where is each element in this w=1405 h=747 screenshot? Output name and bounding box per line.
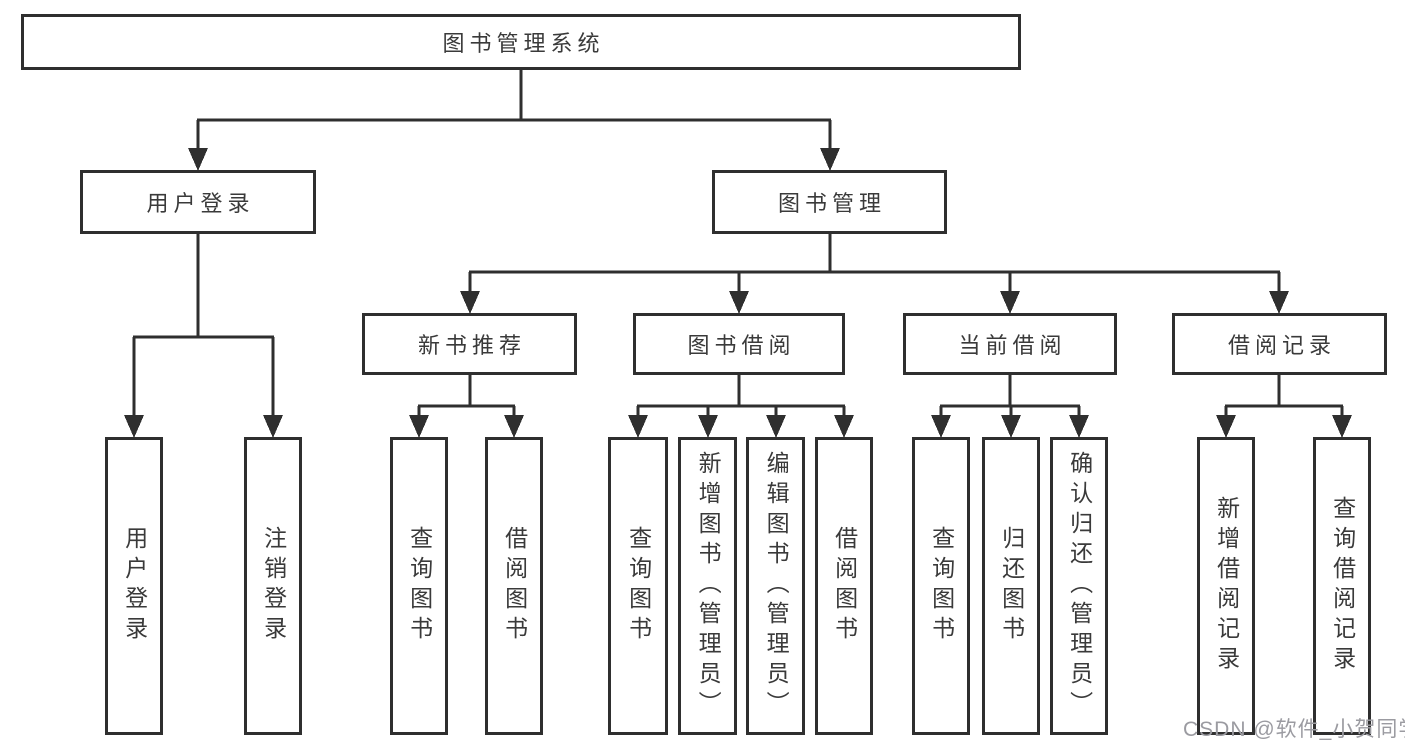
leaf-return-books-label: 归还图书 xyxy=(998,526,1025,646)
leaf-borrowing-search-books: 查询图书 xyxy=(608,437,668,735)
leaf-search-borrow-record-label: 查询借阅记录 xyxy=(1329,496,1356,676)
leaf-add-book-admin-label: 新增图书（管理员） xyxy=(695,451,722,721)
leaf-current-search-books-label: 查询图书 xyxy=(928,526,955,646)
leaf-borrowing-search-books-label: 查询图书 xyxy=(625,526,652,646)
node-book-borrowing: 图书借阅 xyxy=(633,313,845,375)
leaf-edit-book-admin-label: 编辑图书（管理员） xyxy=(763,451,790,721)
leaf-confirm-return-admin: 确认归还（管理员） xyxy=(1050,437,1108,735)
leaf-recommend-search-books: 查询图书 xyxy=(390,437,448,735)
leaf-add-borrow-record-label: 新增借阅记录 xyxy=(1213,496,1240,676)
node-user-login: 用户登录 xyxy=(80,170,316,234)
node-library-system-label: 图书管理系统 xyxy=(442,31,605,56)
leaf-edit-book-admin: 编辑图书（管理员） xyxy=(746,437,805,735)
leaf-recommend-search-books-label: 查询图书 xyxy=(406,526,433,646)
node-book-management: 图书管理 xyxy=(712,170,947,234)
leaf-search-borrow-record: 查询借阅记录 xyxy=(1313,437,1371,735)
node-borrowing-records: 借阅记录 xyxy=(1172,313,1387,375)
leaf-user-login: 用户登录 xyxy=(105,437,163,735)
leaf-logout-login-label: 注销登录 xyxy=(260,526,287,646)
node-new-book-recommend: 新书推荐 xyxy=(362,313,577,375)
leaf-add-borrow-record: 新增借阅记录 xyxy=(1197,437,1255,735)
leaf-return-books: 归还图书 xyxy=(982,437,1040,735)
node-new-book-recommend-label: 新书推荐 xyxy=(417,333,526,358)
leaf-borrowing-borrow-books: 借阅图书 xyxy=(815,437,873,735)
node-book-borrowing-label: 图书借阅 xyxy=(687,333,796,358)
watermark: CSDN @软件_小贺同学 xyxy=(1183,718,1405,741)
leaf-borrowing-borrow-books-label: 借阅图书 xyxy=(831,526,858,646)
leaf-confirm-return-admin-label: 确认归还（管理员） xyxy=(1066,451,1093,721)
leaf-recommend-borrow-books-label: 借阅图书 xyxy=(501,526,528,646)
node-book-management-label: 图书管理 xyxy=(777,191,886,216)
node-borrowing-records-label: 借阅记录 xyxy=(1227,333,1336,358)
leaf-user-login-label: 用户登录 xyxy=(121,526,148,646)
node-library-system: 图书管理系统 xyxy=(21,14,1021,70)
node-user-login-label: 用户登录 xyxy=(146,191,255,216)
leaf-recommend-borrow-books: 借阅图书 xyxy=(485,437,543,735)
node-current-borrowing-label: 当前借阅 xyxy=(958,333,1067,358)
leaf-add-book-admin: 新增图书（管理员） xyxy=(678,437,737,735)
node-current-borrowing: 当前借阅 xyxy=(903,313,1117,375)
leaf-logout-login: 注销登录 xyxy=(244,437,302,735)
leaf-current-search-books: 查询图书 xyxy=(912,437,970,735)
